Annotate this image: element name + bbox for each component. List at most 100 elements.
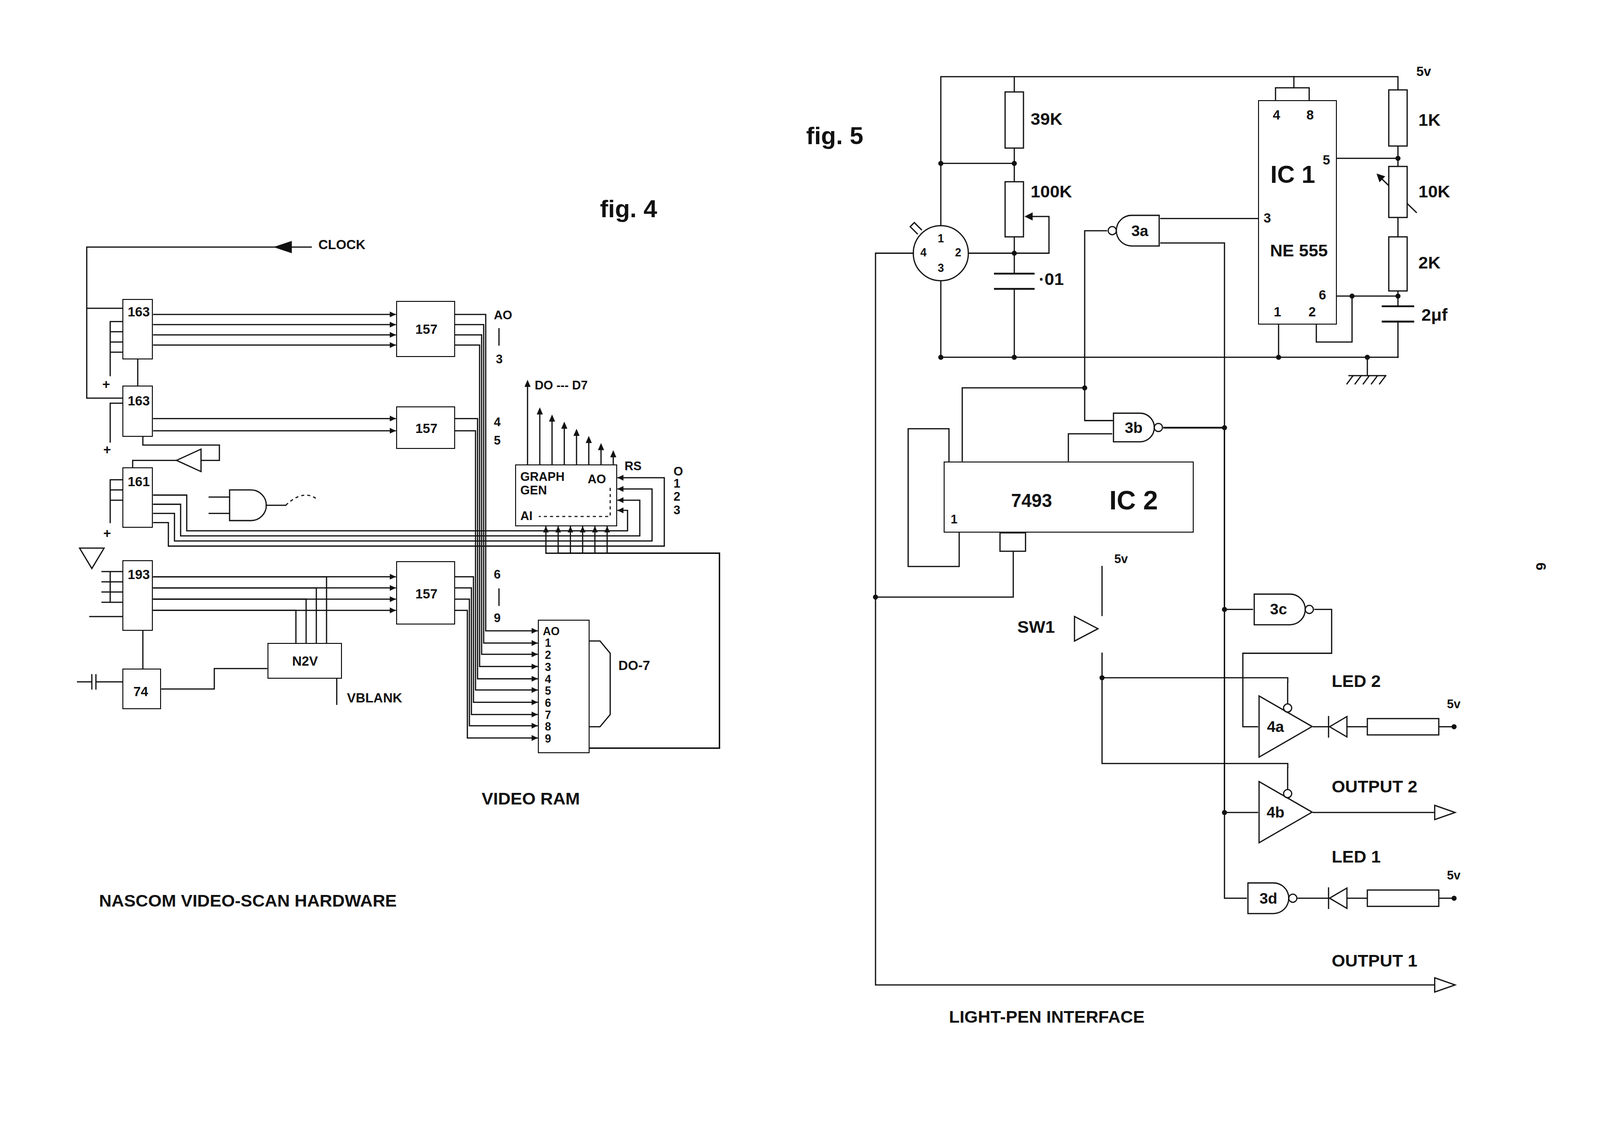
junction-dot [1395, 155, 1401, 162]
wire [1068, 433, 1113, 462]
nand-gate: 3d [1246, 881, 1298, 915]
node-text: 3d [1259, 889, 1278, 907]
counter-ic: 7493IC 21 [943, 461, 1194, 534]
supply-mark: + [103, 442, 112, 458]
pin-label: O [673, 464, 683, 479]
arrowhead [389, 428, 397, 434]
junction-dot [1349, 293, 1355, 299]
node-text: IC 2 [1109, 485, 1158, 515]
node-text: 3b [1124, 419, 1143, 437]
multiplexer-chip: 157 [396, 561, 456, 625]
pin-label: 2 [673, 489, 681, 504]
arrowhead [389, 573, 397, 580]
junction-dot [1275, 354, 1282, 360]
inversion-bubble [1304, 605, 1314, 614]
video-scan-wiring [77, 240, 617, 727]
node-text: 8 [1306, 107, 1314, 123]
wire [152, 576, 327, 643]
wire [1163, 427, 1247, 899]
wire-path [152, 334, 396, 336]
wire-path [589, 526, 720, 749]
gate-body [1259, 696, 1313, 758]
junction-dot [1099, 675, 1105, 681]
signal-label: OUTPUT 1 [1331, 951, 1418, 971]
resistor-symbol [1388, 166, 1408, 218]
arrowhead [617, 497, 624, 504]
node-text: 1 [544, 637, 551, 651]
inversion-bubble [1283, 703, 1292, 712]
wire-path [1163, 427, 1259, 813]
signal-label: CLOCK [318, 237, 366, 252]
node-text: 3a [1131, 222, 1149, 239]
inversion-bubble [1288, 893, 1298, 903]
pin-label: 1 [673, 476, 681, 491]
gate-body [1113, 413, 1155, 442]
junction-dot [1011, 160, 1018, 166]
wire [455, 576, 538, 741]
resistor-symbol [1388, 237, 1408, 292]
junction-dot [1011, 354, 1018, 360]
counter-chip: 163 [122, 385, 153, 437]
counter-chip: 161 [122, 467, 153, 528]
output2-wire [1313, 811, 1437, 814]
wire-path [1163, 427, 1247, 899]
figure-caption: NASCOM VIDEO-SCAN HARDWARE [99, 891, 398, 911]
junction-dot [1395, 293, 1401, 299]
arrowhead [592, 526, 598, 533]
junction-dot [938, 354, 944, 360]
arrowhead [531, 686, 538, 693]
nand-symbol [229, 489, 267, 521]
figure-number: fig. 4 [600, 195, 658, 223]
video-ram-chip: AO123456789 [537, 619, 591, 754]
arrowhead [617, 507, 624, 514]
node-text: AO [542, 625, 560, 638]
range-bar [498, 328, 500, 606]
component-value: 1K [1418, 110, 1441, 130]
component-value: 39K [1030, 109, 1063, 129]
wire-path [570, 526, 720, 749]
arrowhead [531, 639, 538, 646]
capacitor-symbol [77, 674, 123, 690]
address-label: 4 [493, 415, 501, 430]
multiplexer-chip: 157 [396, 406, 456, 450]
node-text: NE 555 [1270, 241, 1329, 261]
wire [962, 230, 1108, 462]
counter-chip: 193 [122, 560, 153, 631]
vblank-wire [336, 678, 338, 705]
timer-ic: 48IC 153NE 555612 [1258, 100, 1337, 325]
wire-path [152, 599, 306, 644]
nand-gate: 3b [1112, 412, 1164, 443]
gate-input-wire [1084, 387, 1113, 421]
gate-body [1254, 593, 1305, 625]
wire-path [152, 587, 317, 643]
multiplexer-chip: 157 [396, 300, 456, 357]
wire-path [152, 344, 396, 346]
buffer-gate: 4b [1258, 767, 1314, 845]
pin-tab [1000, 532, 1026, 551]
wire-path [152, 313, 396, 316]
node-text: 4a [1267, 718, 1285, 736]
character-generator: GRAPH GENAOAI [515, 464, 618, 527]
node-text: 161 [127, 474, 150, 489]
component-value: 100K [1030, 182, 1073, 202]
dotted-link [285, 494, 319, 505]
arrowhead [567, 526, 574, 533]
wire-path [152, 576, 327, 643]
wire [137, 359, 139, 386]
wire-path [1068, 433, 1113, 462]
wire-path [152, 500, 640, 536]
node-text: 157 [415, 322, 438, 337]
node-text: AI [520, 509, 533, 523]
buffer-gate: 4a [1258, 681, 1314, 759]
wire [543, 526, 720, 749]
wire [161, 668, 267, 689]
wire [152, 573, 396, 613]
gate-body [1259, 781, 1313, 844]
wire-path [1160, 217, 1259, 220]
node-text: 163 [127, 393, 150, 409]
counter-chip: 163 [122, 298, 153, 359]
supply-label: 5v [1447, 697, 1461, 712]
wire [1163, 427, 1259, 813]
part-name: LED 1 [1331, 847, 1381, 867]
wire-path [137, 359, 139, 386]
